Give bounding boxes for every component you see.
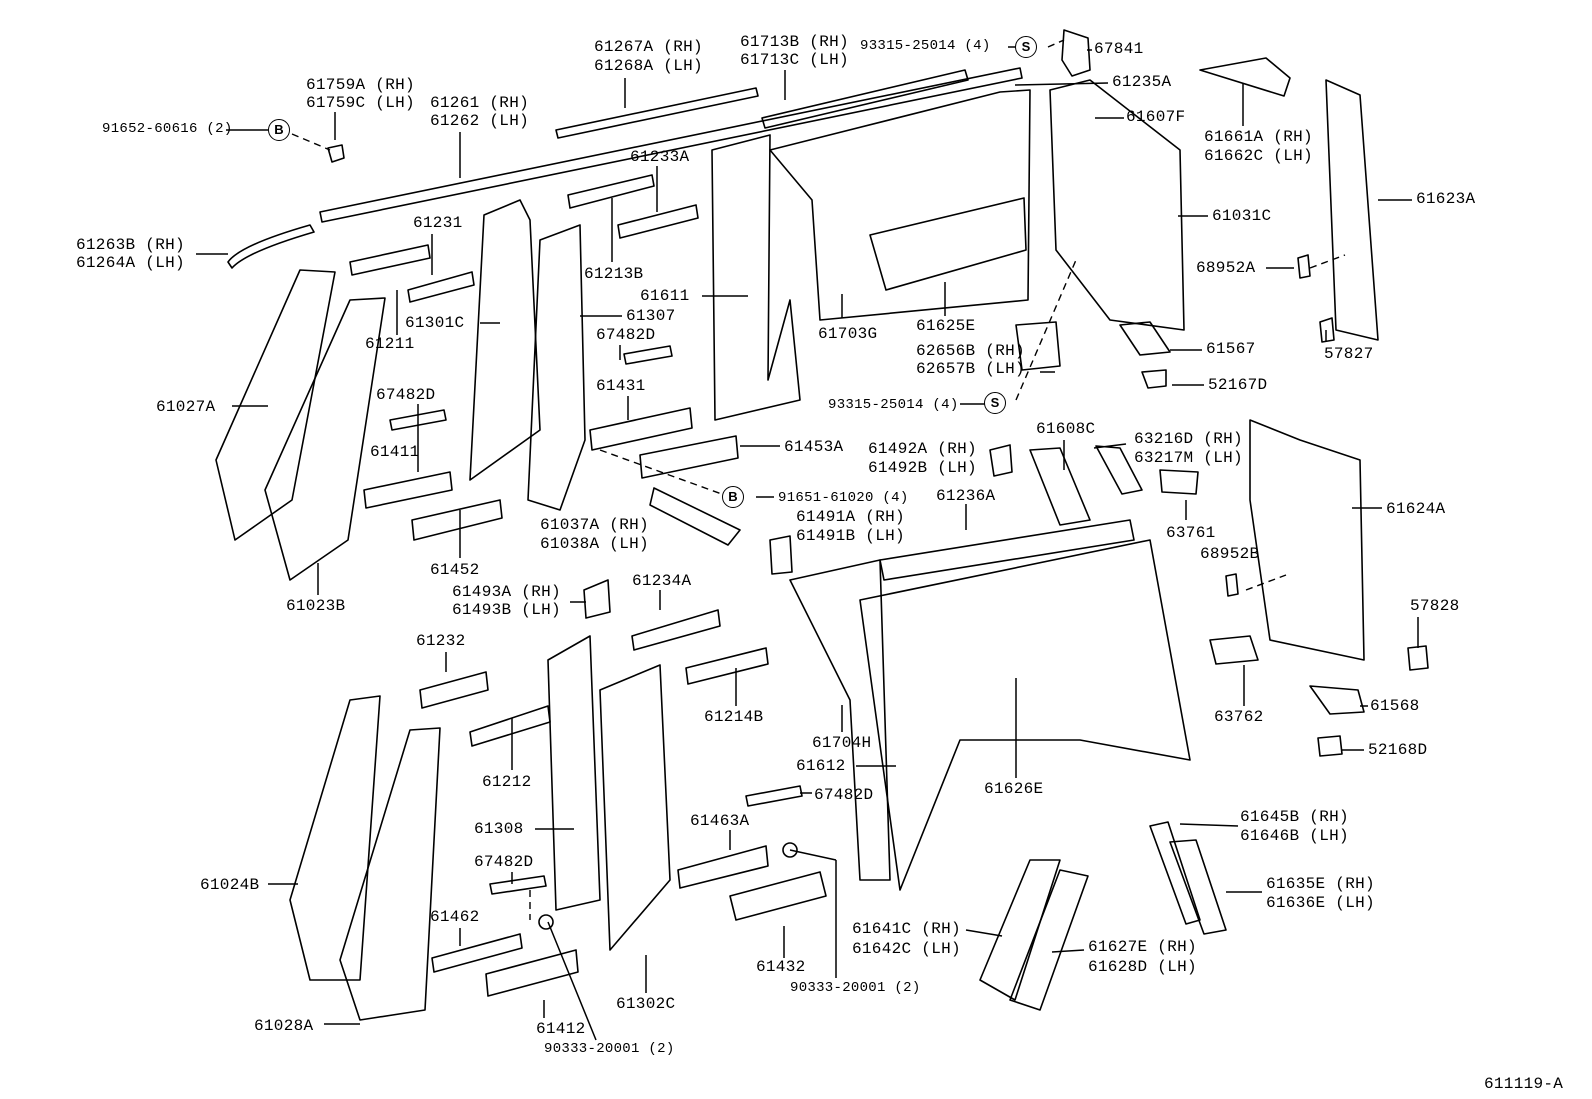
part-label: 61491A (RH)	[796, 508, 905, 526]
part-label: 61759A (RH)	[306, 76, 415, 94]
part-label: 61623A	[1416, 190, 1476, 208]
part-label: 61452	[430, 561, 480, 579]
part-label: 61645B (RH)	[1240, 808, 1349, 826]
part-label: 61662C (LH)	[1204, 147, 1313, 165]
part-label: 61308	[474, 820, 524, 838]
part-label: 63217M (LH)	[1134, 449, 1243, 467]
part-label: 61431	[596, 377, 646, 395]
part-label: 90333-20001 (2)	[790, 980, 921, 996]
part-label: 52167D	[1208, 376, 1268, 394]
diagram-id: 611119-A	[1484, 1075, 1564, 1093]
part-label: 57828	[1410, 597, 1460, 615]
part-label: 61411	[370, 443, 420, 461]
part-label: 61023B	[286, 597, 346, 615]
part-label: 61492B (LH)	[868, 459, 977, 477]
part-label: 61493B (LH)	[452, 601, 561, 619]
part-label: 67482D	[376, 386, 436, 404]
part-label: 61235A	[1112, 73, 1172, 91]
part-label: 61608C	[1036, 420, 1096, 438]
part-label: 61453A	[784, 438, 844, 456]
part-label: 61635E (RH)	[1266, 875, 1375, 893]
part-label: 67482D	[814, 786, 874, 804]
part-label: 61031C	[1212, 207, 1272, 225]
part-label: 67841	[1094, 40, 1144, 58]
part-label: 61759C (LH)	[306, 94, 415, 112]
part-label: 61628D (LH)	[1088, 958, 1197, 976]
part-label: 61028A	[254, 1017, 314, 1035]
part-label: 61261 (RH)	[430, 94, 530, 112]
part-label: 61612	[796, 757, 846, 775]
part-label: 61232	[416, 632, 466, 650]
part-label: 90333-20001 (2)	[544, 1041, 675, 1057]
bolt-symbol-icon: B	[268, 119, 290, 141]
part-label: 67482D	[596, 326, 656, 344]
part-label: 63761	[1166, 524, 1216, 542]
part-label: 61263B (RH)	[76, 236, 185, 254]
part-label: 61492A (RH)	[868, 440, 977, 458]
part-label: 61307	[626, 307, 676, 325]
part-label: 61626E	[984, 780, 1044, 798]
part-label: 61704H	[812, 734, 872, 752]
part-label: 61211	[365, 335, 415, 353]
part-outlines	[215, 29, 1429, 1021]
part-label: 63762	[1214, 708, 1264, 726]
part-label: 61462	[430, 908, 480, 926]
part-label: 61568	[1370, 697, 1420, 715]
part-label: 61268A (LH)	[594, 57, 703, 75]
screw-symbol-icon: S	[1015, 36, 1037, 58]
part-label: 61625E	[916, 317, 976, 335]
part-label: 61624A	[1386, 500, 1446, 518]
part-label: 62657B (LH)	[916, 360, 1025, 378]
part-label: 61024B	[200, 876, 260, 894]
part-label: 61491B (LH)	[796, 527, 905, 545]
part-label: 52168D	[1368, 741, 1428, 759]
leader-lines	[196, 39, 1419, 1041]
part-label: 68952A	[1196, 259, 1256, 277]
part-label: 61703G	[818, 325, 878, 343]
part-label: 61641C (RH)	[852, 920, 961, 938]
screw-symbol-icon: S	[984, 392, 1006, 414]
part-label: 61627E (RH)	[1088, 938, 1197, 956]
part-label: 61262 (LH)	[430, 112, 530, 130]
part-label: 61301C	[405, 314, 465, 332]
part-label: 61264A (LH)	[76, 254, 185, 272]
part-label: 61607F	[1126, 108, 1186, 126]
part-label: 61233A	[630, 148, 690, 166]
part-label: 93315-25014 (4)	[860, 38, 991, 54]
part-label: 61646B (LH)	[1240, 827, 1349, 845]
part-label: 63216D (RH)	[1134, 430, 1243, 448]
part-label: 61493A (RH)	[452, 583, 561, 601]
part-label: 68952B	[1200, 545, 1260, 563]
part-label: 61463A	[690, 812, 750, 830]
part-label: 61302C	[616, 995, 676, 1013]
part-label: 61231	[413, 214, 463, 232]
part-label: 67482D	[474, 853, 534, 871]
part-label: 61267A (RH)	[594, 38, 703, 56]
part-label: 61636E (LH)	[1266, 894, 1375, 912]
part-label: 61567	[1206, 340, 1256, 358]
part-label: 61713C (LH)	[740, 51, 849, 69]
part-label: 61611	[640, 287, 690, 305]
part-label: 61037A (RH)	[540, 516, 649, 534]
part-label: 61213B	[584, 265, 644, 283]
part-label: 57827	[1324, 345, 1374, 363]
part-label: 61642C (LH)	[852, 940, 961, 958]
part-label: 61212	[482, 773, 532, 791]
part-label: 61236A	[936, 487, 996, 505]
part-label: 91652-60616 (2)	[102, 121, 233, 137]
part-label: 61661A (RH)	[1204, 128, 1313, 146]
part-label: 61432	[756, 958, 806, 976]
part-label: 93315-25014 (4)	[828, 397, 959, 413]
part-label: 91651-61020 (4)	[778, 490, 909, 506]
part-label: 61412	[536, 1020, 586, 1038]
part-label: 61713B (RH)	[740, 33, 849, 51]
part-label: 61027A	[156, 398, 216, 416]
part-label: 61038A (LH)	[540, 535, 649, 553]
part-label: 61214B	[704, 708, 764, 726]
bolt-symbol-icon: B	[722, 486, 744, 508]
part-label: 61234A	[632, 572, 692, 590]
part-label: 62656B (RH)	[916, 342, 1025, 360]
